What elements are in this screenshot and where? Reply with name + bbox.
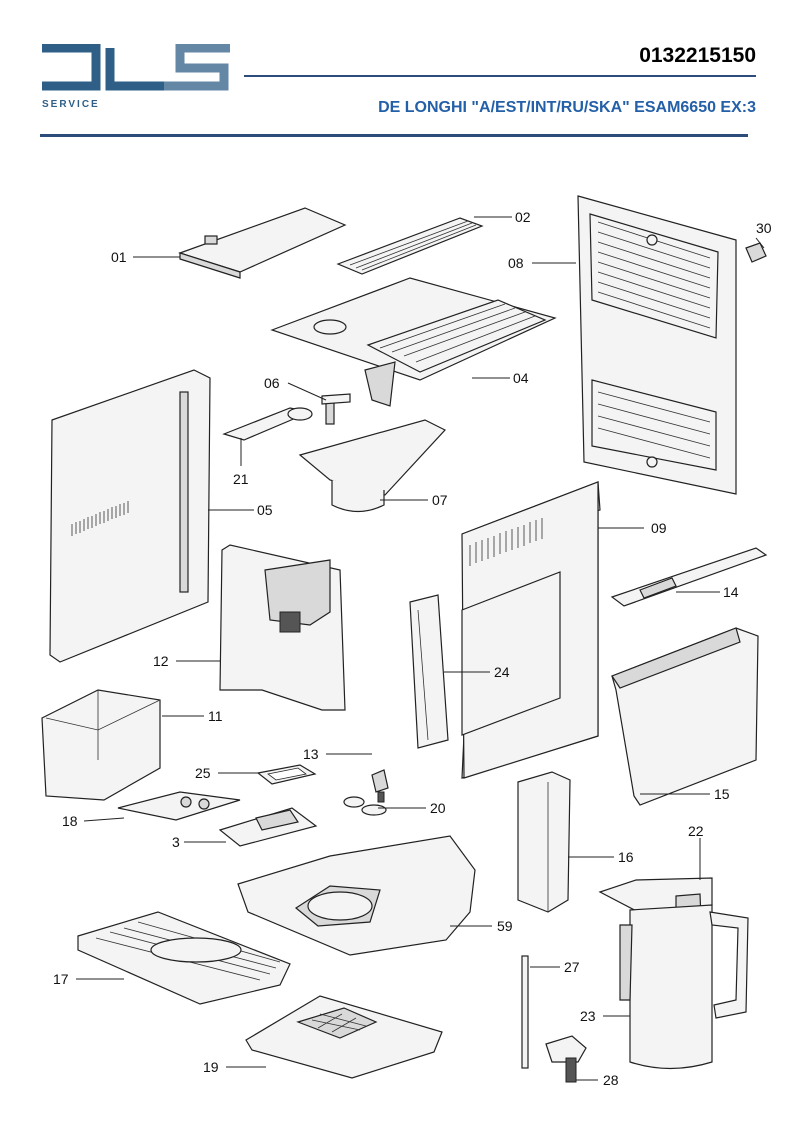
label-23: 23 xyxy=(580,1008,596,1024)
label-19: 19 xyxy=(203,1059,219,1075)
label-21: 21 xyxy=(233,471,249,487)
header-rule xyxy=(244,75,756,77)
label-16: 16 xyxy=(618,849,634,865)
part-25-gasket xyxy=(256,764,317,785)
part-11-container xyxy=(41,689,161,801)
part-19-base-plate xyxy=(245,995,443,1079)
part-06-spout xyxy=(321,393,351,425)
label-08: 08 xyxy=(508,255,524,271)
label-25: 25 xyxy=(195,765,211,781)
label-14: 14 xyxy=(723,584,739,600)
label-07: 07 xyxy=(432,492,448,508)
part-07-container xyxy=(298,419,446,513)
model-title: DE LONGHI "A/EST/INT/RU/SKA" ESAM6650 EX… xyxy=(378,99,756,116)
part-12-front-unit xyxy=(219,544,346,711)
part-13-valve xyxy=(371,769,389,803)
header-divider xyxy=(40,134,748,137)
part-28-valve xyxy=(545,1035,587,1083)
label-22: 22 xyxy=(688,823,704,839)
label-3: 3 xyxy=(172,834,180,850)
label-02: 02 xyxy=(515,209,531,225)
label-20: 20 xyxy=(430,800,446,816)
label-28: 28 xyxy=(603,1072,619,1088)
label-18: 18 xyxy=(62,813,78,829)
label-15: 15 xyxy=(714,786,730,802)
part-01-lid xyxy=(178,207,347,279)
label-09: 09 xyxy=(651,520,667,536)
label-05: 05 xyxy=(257,502,273,518)
label-59: 59 xyxy=(497,918,513,934)
part-09-side-panel xyxy=(461,481,601,779)
part-labels: 01 02 30 08 06 04 21 07 05 09 14 12 24 1… xyxy=(53,209,772,1088)
label-30: 30 xyxy=(756,220,772,236)
label-17: 17 xyxy=(53,971,69,987)
part-16-post xyxy=(517,771,571,913)
part-24-bracket xyxy=(409,594,449,749)
part-27-rod xyxy=(521,955,529,1069)
label-04: 04 xyxy=(513,370,529,386)
part-17-drip-tray xyxy=(77,911,291,1005)
part-14-strip xyxy=(610,547,768,607)
part-18-plate xyxy=(117,791,241,821)
part-30-clip xyxy=(745,242,767,263)
part-04-frame xyxy=(270,277,557,407)
label-27: 27 xyxy=(564,959,580,975)
label-24: 24 xyxy=(494,664,510,680)
part-05-side-panel xyxy=(49,369,211,663)
part-15-water-tank xyxy=(611,627,759,806)
label-06: 06 xyxy=(264,375,280,391)
leader-lines xyxy=(76,216,765,1081)
part-59-base xyxy=(237,835,476,956)
logo-subtitle: SERVICE xyxy=(42,99,100,110)
part-02-grid-cover xyxy=(336,217,484,275)
label-01: 01 xyxy=(111,249,127,265)
part-23-jug xyxy=(619,904,749,1070)
part-3-holder xyxy=(218,807,318,847)
label-12: 12 xyxy=(153,653,169,669)
label-11: 11 xyxy=(208,708,223,724)
part-21-scoop xyxy=(222,407,313,441)
part-08-back-panel xyxy=(577,195,737,495)
dls-service-logo: SERVICE xyxy=(42,44,230,110)
label-13: 13 xyxy=(303,746,319,762)
document-number: 0132215150 xyxy=(639,44,756,67)
